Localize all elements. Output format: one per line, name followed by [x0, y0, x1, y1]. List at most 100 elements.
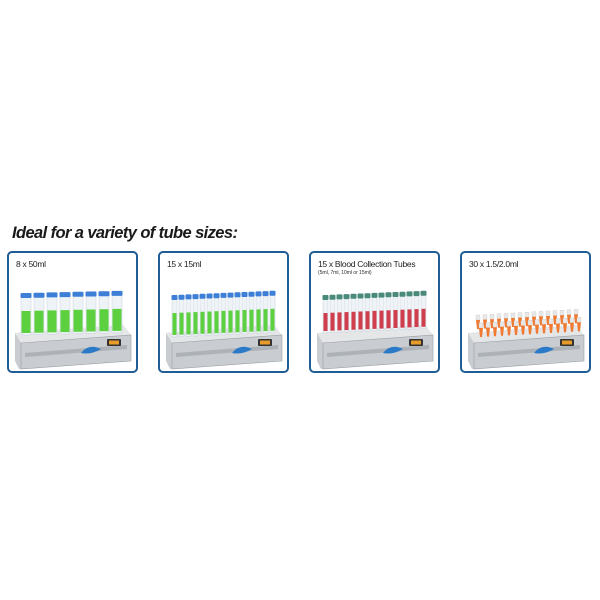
- tube-cap: [357, 293, 364, 299]
- card-label: 30 x 1.5/2.0ml: [469, 259, 519, 269]
- tube: [500, 326, 504, 336]
- tube-cap: [350, 293, 357, 299]
- tube-cap: [506, 321, 512, 327]
- tube-cap: [269, 290, 276, 296]
- tube-cap: [255, 291, 262, 297]
- tube-cap: [220, 292, 227, 298]
- tube-liquid: [249, 309, 254, 332]
- tube: [528, 325, 532, 335]
- logo-wave-icon: [383, 346, 403, 354]
- tube-cap: [343, 294, 350, 300]
- tube-liquid: [228, 310, 233, 333]
- tube: [486, 327, 490, 337]
- tube-liquid: [193, 312, 198, 335]
- tube: [535, 324, 539, 334]
- card-sublabel: (5ml, 7ml, 10ml or 15ml): [318, 270, 372, 276]
- tube-liquid: [414, 309, 419, 328]
- tube-liquid: [372, 310, 377, 329]
- page-heading: Ideal for a variety of tube sizes:: [12, 224, 238, 242]
- tube-liquid: [99, 309, 109, 332]
- card-label: 8 x 50ml: [16, 259, 46, 269]
- tube: [493, 327, 497, 337]
- tube-cap: [399, 291, 406, 297]
- tube-cap: [534, 319, 540, 325]
- tube-cap: [378, 292, 385, 298]
- display-screen-icon: [411, 340, 421, 345]
- tube-liquid: [200, 311, 205, 334]
- tube-liquid: [386, 310, 391, 329]
- logo-wave-icon: [534, 346, 554, 354]
- tube-cap: [485, 322, 491, 328]
- tube-cap: [420, 290, 427, 296]
- tube-liquid: [344, 312, 349, 331]
- tube-liquid: [323, 313, 328, 331]
- tube-liquid: [365, 311, 370, 330]
- tube-liquid: [214, 311, 219, 334]
- tube-liquid: [172, 313, 177, 335]
- tube-card-blood: 15 x Blood Collection Tubes (5ml, 7ml, 1…: [309, 251, 440, 373]
- tube-liquid: [400, 309, 405, 328]
- rocker-groove: [25, 345, 127, 357]
- tube-cap: [406, 291, 413, 297]
- tube-liquid: [207, 311, 212, 334]
- tube-cap: [478, 322, 484, 329]
- tube-cap: [241, 292, 248, 297]
- tube-cap: [248, 291, 255, 297]
- tube-cap: [322, 295, 329, 300]
- tube: [549, 324, 553, 333]
- tube-cap: [392, 292, 399, 297]
- tube-cap: [364, 293, 371, 299]
- tube: [521, 325, 525, 335]
- tube-cap: [576, 317, 582, 323]
- tube-liquid: [86, 309, 96, 332]
- display-screen-icon: [109, 340, 119, 345]
- tube-liquid: [73, 309, 83, 332]
- tube-cap: [573, 309, 579, 315]
- tube-cap: [503, 313, 509, 319]
- tube-cap: [559, 310, 565, 316]
- rocker-image: [317, 290, 434, 370]
- tube-cap: [492, 322, 498, 328]
- tube-liquid: [421, 308, 426, 327]
- display-screen-icon: [260, 340, 270, 345]
- card-label: 15 x Blood Collection Tubes: [318, 259, 416, 269]
- tube-cap: [199, 293, 206, 299]
- tube-group: [20, 290, 123, 336]
- tube-cap: [206, 293, 213, 299]
- tube-group: [171, 290, 276, 338]
- tube: [570, 322, 574, 332]
- tube: [507, 326, 511, 336]
- tube-cap: [475, 314, 481, 321]
- tube-cap: [569, 317, 575, 323]
- display-screen-icon: [562, 340, 572, 345]
- tube-cap: [192, 294, 199, 300]
- rocker-groove: [478, 345, 580, 357]
- tube-cap: [520, 320, 526, 326]
- tube-cap: [510, 312, 516, 319]
- tube-cap: [329, 294, 336, 300]
- tube-cap: [552, 310, 558, 316]
- tube-liquid: [263, 309, 268, 332]
- tube-cap: [413, 291, 420, 297]
- tube-liquid: [60, 310, 70, 333]
- tube-cap: [562, 318, 568, 324]
- tube-liquid: [34, 310, 44, 333]
- tube-liquid: [179, 312, 184, 335]
- tube-cap: [499, 321, 505, 327]
- tube-cap: [538, 311, 544, 317]
- tube: [514, 326, 518, 335]
- tube-card-50ml: 8 x 50ml: [7, 251, 138, 373]
- tube: [479, 328, 483, 337]
- tube-cap: [20, 293, 32, 298]
- tube-cap: [178, 294, 185, 300]
- tube-cap: [385, 292, 392, 298]
- tube-cap: [541, 319, 547, 325]
- tube-cap: [489, 314, 495, 320]
- tube-liquid: [337, 312, 342, 331]
- tube-liquid: [270, 308, 275, 331]
- tube-liquid: [186, 312, 191, 335]
- logo-wave-icon: [232, 346, 252, 354]
- tube-cap: [59, 292, 71, 298]
- tube-liquid: [112, 308, 122, 331]
- tube-cap: [227, 292, 234, 298]
